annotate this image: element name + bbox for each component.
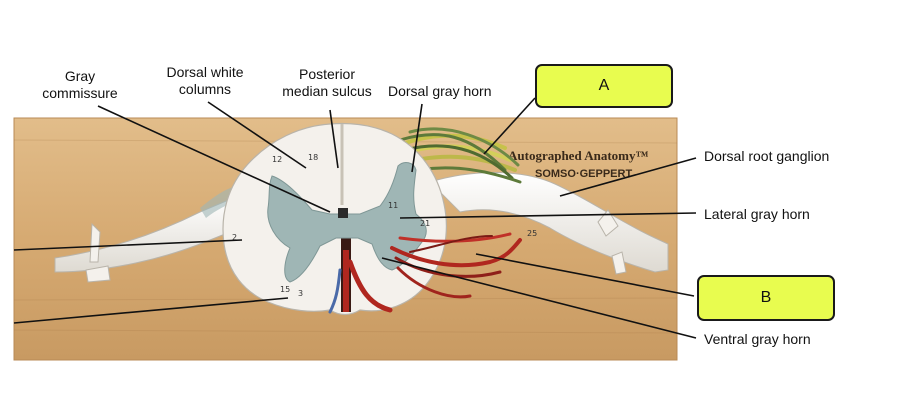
svg-text:21: 21 [420,219,430,228]
answer-box-a[interactable]: A [535,64,673,108]
label-lateral-gray-horn: Lateral gray horn [704,206,810,222]
gray-matter [267,162,427,283]
svg-text:3: 3 [298,289,303,298]
label-dorsal-root-ganglion: Dorsal root ganglion [704,148,830,164]
leader-lines [13,97,697,339]
ventral-vessels [328,232,522,314]
svg-text:12: 12 [272,155,282,164]
answer-box-b[interactable]: B [697,275,835,321]
label-gray-commissure: Gray commissure [42,68,118,101]
right-spinal-nerve [429,172,669,273]
model-numbers: 18 12 11 15 2 3 25 21 [232,153,537,298]
svg-text:18: 18 [308,153,318,162]
label-dorsal-gray-horn: Dorsal gray horn [388,83,492,99]
svg-text:25: 25 [527,229,537,238]
brand-text-1: Autographed Anatomy™ [508,148,649,163]
svg-text:15: 15 [280,285,290,294]
brand-text-2: SOMSO·GEPPERT [535,168,632,180]
label-dorsal-white-columns: Dorsal white columns [166,64,244,97]
label-ventral-gray-horn: Ventral gray horn [704,331,811,347]
svg-text:11: 11 [388,201,398,210]
svg-text:2: 2 [232,233,237,242]
label-posterior-median-sulcus: Posterior median sulcus [282,66,372,99]
